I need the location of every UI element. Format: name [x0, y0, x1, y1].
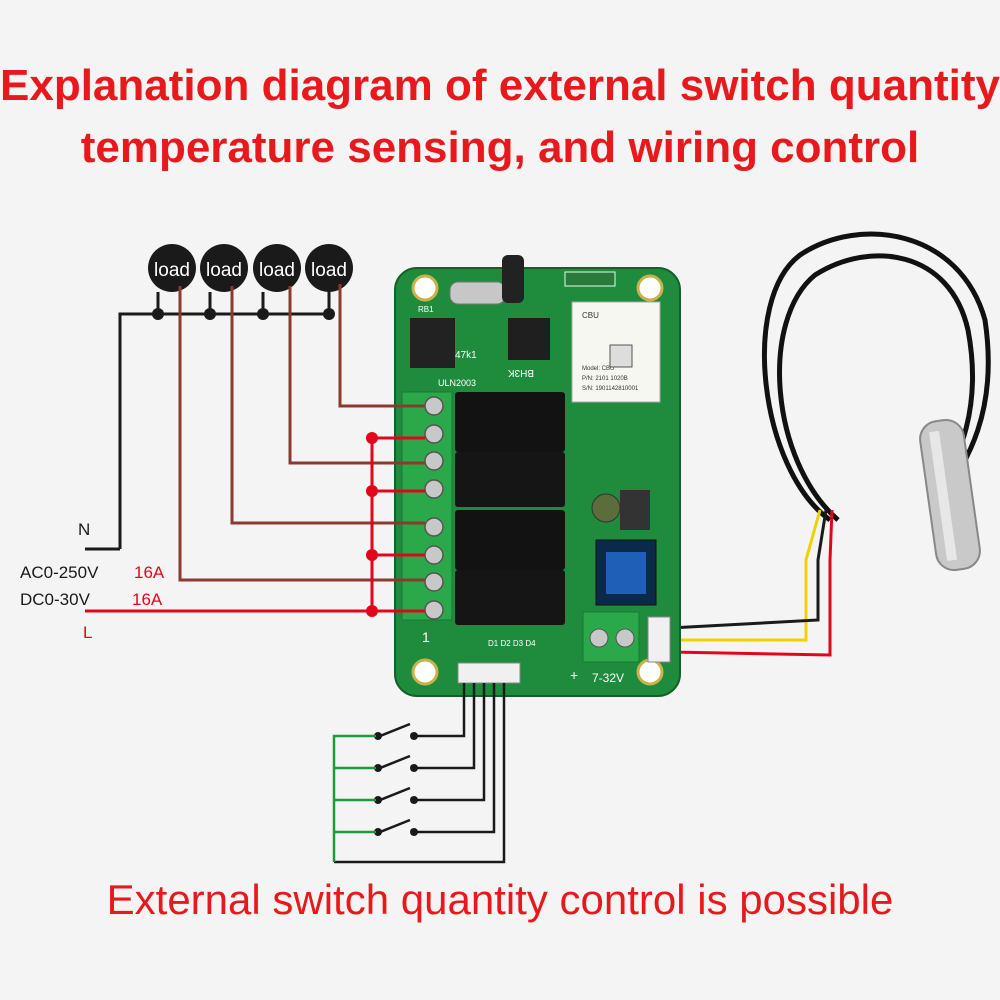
- load-wires: [178, 284, 425, 582]
- relay-terminal-block: [401, 391, 453, 621]
- wifi-module: CBU Model: CBU P/N: 2101 1020B S/N: 1901…: [571, 301, 661, 403]
- load-label-2: load: [206, 260, 242, 281]
- load-label-1: load: [154, 260, 190, 281]
- switch-input-wires: [334, 683, 506, 864]
- switch-contacts: [374, 732, 418, 836]
- module-pn: P/N: 2101 1020B: [582, 376, 628, 382]
- terminal-number: 1: [422, 629, 430, 645]
- title-line-2: temperature sensing, and wiring control: [80, 123, 920, 172]
- antenna-coil: [502, 255, 524, 303]
- loads: load load load load: [148, 244, 353, 292]
- module-model: Model: CBU: [582, 366, 614, 372]
- relays: [455, 392, 565, 625]
- sensor-wires: [669, 509, 834, 657]
- footer-caption: External switch quantity control is poss…: [106, 876, 894, 923]
- relay-pcb: ULN2003 47k1 RB1 BH3K CBU Model: CBU P/N…: [394, 255, 681, 697]
- load-label-3: load: [259, 260, 295, 281]
- title-line-1: Explanation diagram of external switch q…: [0, 61, 1000, 110]
- temperature-probe-cable: [762, 231, 991, 523]
- input-connector: [457, 662, 521, 684]
- ac-voltage-label: AC0-250V: [20, 563, 99, 582]
- mcu-chip: [508, 318, 550, 360]
- neutral-junctions: [152, 308, 335, 320]
- ic-label: ULN2003: [438, 378, 476, 388]
- load-label-4: load: [311, 260, 347, 281]
- module-label: CBU: [582, 311, 599, 320]
- neutral-label: N: [78, 520, 90, 539]
- input-pins-label: D1 D2 D3 D4: [488, 639, 536, 648]
- board-model-label: BH3K: [508, 367, 534, 378]
- ac-current-label: 16A: [134, 563, 165, 582]
- module-sn: S/N: 1901142810001: [582, 386, 639, 392]
- neutral-wire: [85, 292, 331, 551]
- rb1-label: RB1: [418, 305, 434, 314]
- power-polarity: +: [570, 667, 578, 683]
- ic-chip: [410, 318, 455, 368]
- live-label: L: [83, 623, 92, 642]
- resistor-label: 47k1: [455, 350, 477, 361]
- sensor-connector: [647, 616, 671, 663]
- live-junctions: [366, 432, 378, 617]
- switch-common-wire: [332, 734, 376, 862]
- external-switches: [379, 722, 411, 834]
- dc-voltage-label: DC0-30V: [20, 590, 91, 609]
- regulator: [620, 490, 650, 530]
- temperature-probe: [919, 418, 981, 572]
- dc-current-label: 16A: [132, 590, 163, 609]
- power-label: 7-32V: [592, 671, 624, 685]
